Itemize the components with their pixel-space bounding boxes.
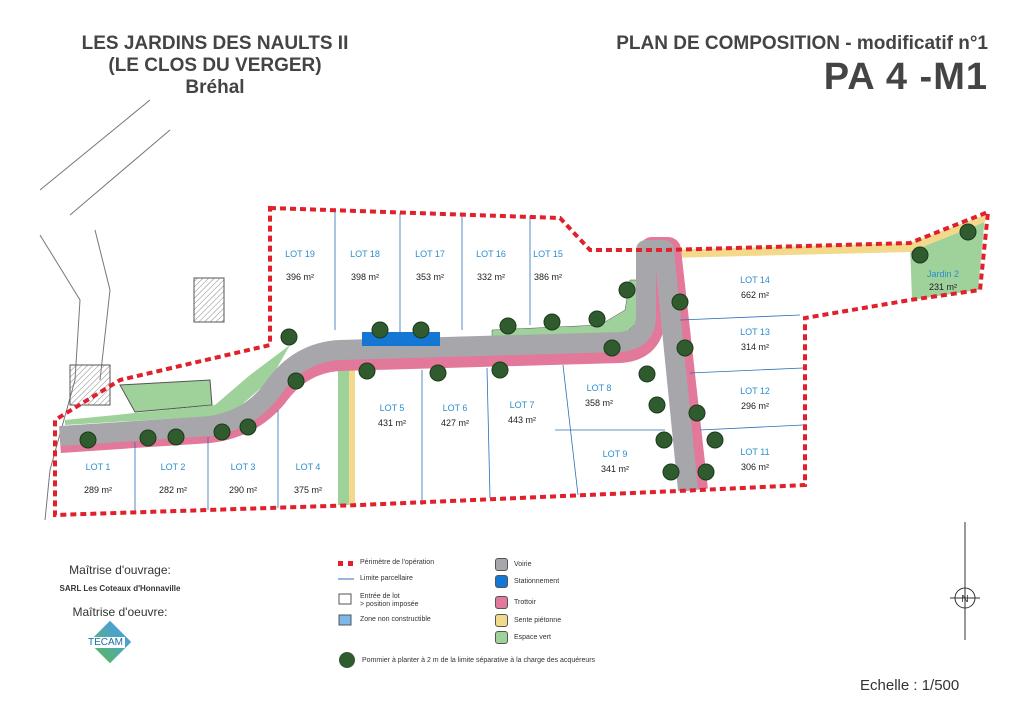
ouvrage-label: Maîtrise d'ouvrage: — [69, 563, 171, 577]
apple-tree-icon — [139, 429, 157, 447]
apple-tree-icon — [412, 321, 430, 339]
voirie-swatch — [495, 558, 508, 571]
ouvrage-name: SARL Les Coteaux d'Honnaville — [59, 584, 181, 593]
apple-tree-icon — [959, 223, 977, 241]
existing-building — [69, 364, 111, 406]
apple-tree-icon — [676, 339, 694, 357]
apple-tree-icon — [358, 362, 376, 380]
green-space — [119, 379, 213, 413]
apple-tree-icon — [280, 328, 298, 346]
apple-tree-icon — [618, 281, 636, 299]
legend-pommier: Pommier à planter à 2 m de la limite sép… — [362, 657, 596, 664]
tecam-logo-text: TECAM — [86, 637, 125, 648]
espace-vert-swatch — [495, 631, 508, 644]
apple-tree-icon — [167, 428, 185, 446]
apple-tree-icon — [429, 364, 447, 382]
perimetre-operation — [53, 205, 991, 518]
apple-tree-icon — [79, 431, 97, 449]
apple-tree-icon — [491, 361, 509, 379]
limites-parcellaires — [134, 212, 804, 512]
apple-tree-icon — [371, 321, 389, 339]
legend-entree: Entrée de lot > position imposée — [360, 593, 419, 608]
north-label: N — [961, 594, 968, 605]
apple-tree-icon — [287, 372, 305, 390]
apple-tree-icon — [655, 431, 673, 449]
oeuvre-label: Maîtrise d'oeuvre: — [72, 605, 168, 619]
apple-tree-icon — [911, 246, 929, 264]
scale-label: Echelle : 1/500 — [860, 677, 960, 694]
legend-voirie: Voirie — [495, 558, 532, 571]
legend-zone: Zone non constructible — [360, 616, 431, 623]
apple-tree-icon — [697, 463, 715, 481]
apple-tree-icon — [706, 431, 724, 449]
legend-trottoir: Trottoir — [495, 596, 536, 609]
title-line-1: LES JARDINS DES NAULTS II — [81, 33, 349, 54]
apple-tree-icon — [588, 310, 606, 328]
apple-tree-icon — [543, 313, 561, 331]
legend-stationnement: Stationnement — [495, 575, 559, 588]
legend-perimetre: Périmètre de l'opération — [360, 559, 435, 566]
sente-swatch — [495, 614, 508, 627]
town-name: Bréhal — [185, 77, 245, 98]
sente-pietonne-south — [349, 365, 355, 505]
sente-pietonne — [665, 215, 985, 258]
voirie — [59, 240, 698, 491]
apple-tree-icon — [648, 396, 666, 414]
plan-title: PLAN DE COMPOSITION - modificatif n°1 — [616, 33, 988, 54]
apple-tree-icon — [213, 423, 231, 441]
trees — [79, 223, 977, 481]
green-strip — [65, 335, 300, 425]
apple-tree-icon — [603, 339, 621, 357]
legend-limite: Limite parcellaire — [360, 575, 413, 582]
existing-building — [193, 277, 225, 323]
plan-code: PA 4 -M1 — [823, 56, 988, 98]
apple-tree-icon — [499, 317, 517, 335]
apple-tree-icon — [688, 404, 706, 422]
apple-tree-icon — [239, 418, 257, 436]
apple-tree-icon — [671, 293, 689, 311]
stationnement-swatch — [495, 575, 508, 588]
legend-swatches — [338, 561, 355, 668]
trottoir-swatch — [495, 596, 508, 609]
north-arrow — [950, 522, 980, 640]
existing-road-lines — [39, 99, 171, 521]
legend-espace-vert: Espace vert — [495, 631, 551, 644]
project-title: LES JARDINS DES NAULTS II (LE CLOS DU VE… — [30, 33, 400, 99]
legend-sente: Sente piétonne — [495, 614, 561, 627]
apple-tree-icon — [638, 365, 656, 383]
apple-tree-icon — [662, 463, 680, 481]
title-line-2: (LE CLOS DU VERGER) — [108, 55, 322, 76]
